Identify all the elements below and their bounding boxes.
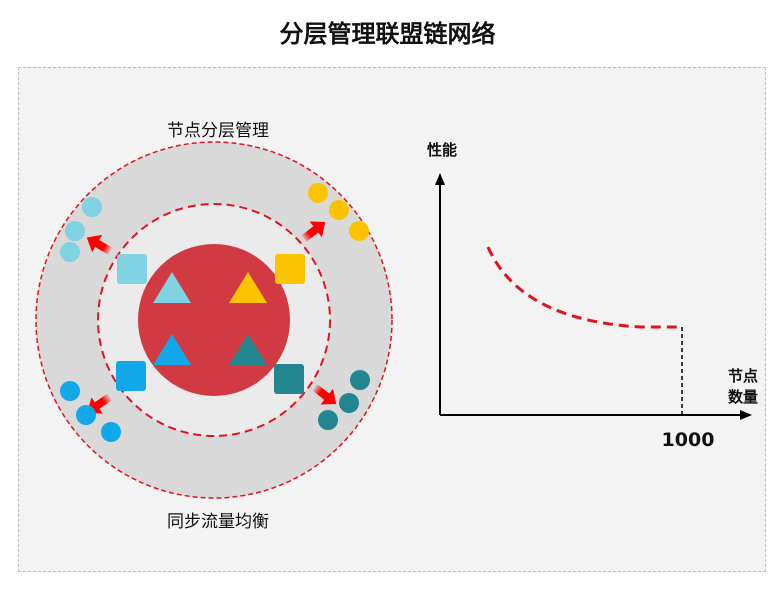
node-yellow (349, 221, 369, 241)
layered-node-diagram: 节点分层管理 同步流量均衡 (35, 121, 393, 532)
performance-graph: 性能 节点 数量 1000 (427, 141, 758, 451)
node-yellow (308, 183, 328, 203)
x-axis-arrow (740, 410, 752, 420)
y-axis-arrow (435, 173, 445, 185)
performance-curve (486, 246, 682, 329)
x-axis-label: 数量 (728, 388, 758, 406)
core-circle (138, 244, 290, 396)
node-blue (76, 405, 96, 425)
node-blue (101, 422, 121, 442)
triangle-light-cyan (153, 272, 191, 303)
square-teal (274, 364, 304, 394)
node-light-cyan (65, 221, 85, 241)
square-blue (116, 361, 146, 391)
page-title: 分层管理联盟链网络 (279, 20, 496, 48)
node-yellow (329, 200, 349, 220)
triangle-yellow (229, 272, 267, 303)
square-light-cyan (117, 254, 147, 284)
y-axis-label: 性能 (427, 141, 457, 159)
triangle-blue (153, 334, 191, 365)
square-yellow (275, 254, 305, 284)
bottom-label: 同步流量均衡 (167, 512, 269, 532)
node-teal (350, 370, 370, 390)
node-light-cyan (82, 197, 102, 217)
top-label: 节点分层管理 (167, 121, 269, 141)
node-teal (339, 393, 359, 413)
x-tick-label: 1000 (662, 429, 715, 451)
x-axis-label: 节点 (728, 367, 758, 385)
triangle-teal (229, 334, 267, 365)
node-teal (318, 410, 338, 430)
node-light-cyan (60, 242, 80, 262)
node-blue (60, 381, 80, 401)
